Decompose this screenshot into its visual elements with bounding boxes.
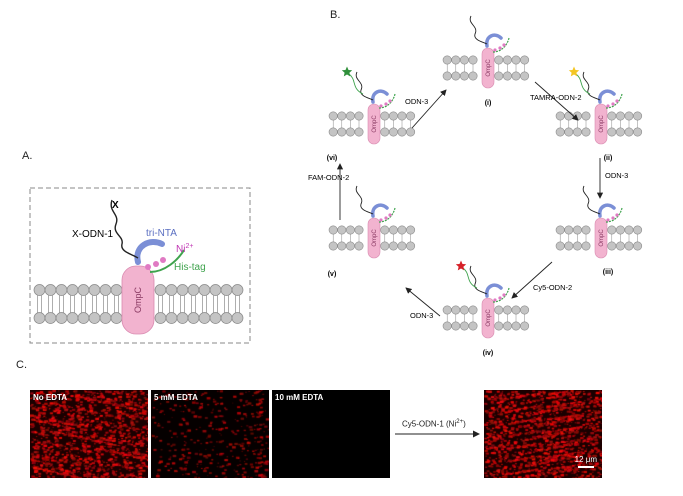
svg-text:OmpC: OmpC <box>486 309 492 327</box>
odn-strand <box>110 199 139 259</box>
ni-ion <box>145 264 151 270</box>
histag-curve <box>149 249 185 273</box>
state-1: OmpC (i) <box>442 15 530 107</box>
svg-text:OmpC: OmpC <box>486 59 492 77</box>
state-4: OmpC (iv) <box>442 260 530 357</box>
trinta-shape <box>134 239 165 265</box>
micrograph-5mm-edta: 5 mM EDTA <box>151 390 269 478</box>
condition-label: 10 mM EDTA <box>275 393 324 402</box>
panel-c-arrow <box>395 430 480 438</box>
state-label: (ii) <box>604 155 613 162</box>
state-label: (i) <box>485 100 492 107</box>
micrograph-10mm-edta: 10 mM EDTA <box>272 390 390 478</box>
ni-label: Ni2+ <box>176 243 193 255</box>
transition-arrow <box>534 81 579 121</box>
panel-a-frame <box>29 187 251 344</box>
transition-label: FAM-ODN-2 <box>308 173 349 182</box>
state-label: (vi) <box>327 155 338 162</box>
panel-a-bilayer <box>33 284 244 324</box>
transition-arrow <box>411 89 447 129</box>
svg-text:OmpC: OmpC <box>372 229 378 247</box>
ompc-protein <box>121 265 155 335</box>
transition-label: TAMRA-ODN-2 <box>530 93 582 102</box>
panel-a: OmpC X X-ODN-1 tri-NTA Ni2+ His-tag <box>29 187 251 344</box>
svg-text:OmpC: OmpC <box>372 115 378 133</box>
ni-ion <box>153 261 159 267</box>
micrograph-no-edta: No EDTA <box>30 390 148 478</box>
scale-bar <box>578 466 594 468</box>
scale-bar-label: 12 μm <box>574 455 597 464</box>
state-label: (v) <box>328 271 337 278</box>
transition-arrow <box>511 261 553 299</box>
svg-text:OmpC: OmpC <box>599 115 605 133</box>
state-5: OmpC (v) <box>328 185 416 278</box>
trinta-label: tri-NTA <box>146 228 177 239</box>
x-marker: X <box>112 200 119 211</box>
condition-label: No EDTA <box>33 393 68 402</box>
panel-a-label: A. <box>22 150 33 162</box>
transition-label: Cy5-ODN-2 <box>533 283 572 292</box>
condition-label: 5 mM EDTA <box>154 393 198 402</box>
state-2: OmpC (ii) <box>555 66 643 162</box>
transition-label: ODN-3 <box>410 311 433 320</box>
histag-label: His-tag <box>174 262 206 273</box>
state-6: OmpC (vi) <box>327 66 416 162</box>
odn-label-a: X-ODN-1 <box>72 229 114 240</box>
micrograph-after-cy5: 12 μm <box>484 390 602 478</box>
transition-label: ODN-3 <box>405 97 428 106</box>
ni-ion <box>160 257 166 263</box>
panel-b: OmpC(i)OmpC(ii)OmpC(iii)OmpC(iv)OmpC(v)O… <box>308 15 643 357</box>
state-label: (iii) <box>603 269 614 276</box>
state-3: OmpC (iii) <box>555 185 643 276</box>
transition-arrow <box>405 287 441 317</box>
ompc-label-a: OmpC <box>133 287 143 314</box>
panel-c-label: C. <box>16 359 27 371</box>
state-label: (iv) <box>483 350 494 357</box>
panel-b-label: B. <box>330 9 341 21</box>
panel-c-arrow-label: Cy5-ODN-1 (Ni2+) <box>402 419 466 429</box>
diagram-svg: OmpC X X-ODN-1 tri-NTA Ni2+ His-tag OmpC… <box>29 15 643 357</box>
transition-label: ODN-3 <box>605 171 628 180</box>
svg-text:OmpC: OmpC <box>599 229 605 247</box>
